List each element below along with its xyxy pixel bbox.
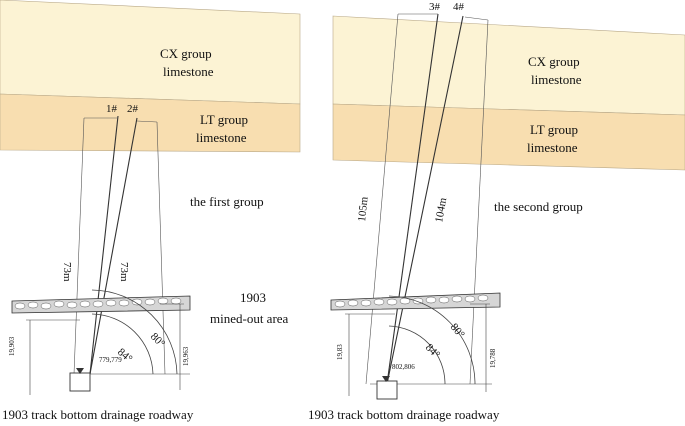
right-dim-right: 19,788 [489,348,497,368]
left-borehole-1 [89,115,119,375]
right-borehole-4 [386,15,464,385]
right-angle-arcs [388,295,476,385]
right-lt-label-2: limestone [527,140,578,155]
right-group-label: the second group [494,199,583,214]
left-borehole-2 [89,117,138,375]
left-cx-layer [0,0,301,105]
right-roadway-marker [382,376,390,382]
right-panel: CX group limestone LT group limestone th… [308,1,685,422]
left-panel: CX group limestone LT group limestone th… [0,0,301,422]
left-area-label-1: 1903 [240,290,266,305]
left-roadway-label: 1903 track bottom drainage roadway [2,407,194,422]
left-hole-2-label: 2# [127,103,139,115]
left-cx-label-1: CX group [160,46,212,61]
right-roadway-label: 1903 track bottom drainage roadway [308,407,500,422]
right-elev: 802,806 [392,363,415,371]
left-len-1: 73m [61,262,73,282]
right-len-3: 105m [356,196,371,223]
left-rock-band [11,295,191,314]
right-borehole-3 [386,13,439,385]
right-len-4: 104m [433,196,449,223]
right-cx-label-1: CX group [528,54,580,69]
right-dim-left: 19,83 [336,344,344,360]
left-len-2: 73m [118,262,130,282]
left-dim-left: 19,903 [8,336,16,356]
left-elev: 779,779 [99,356,122,364]
left-boreholes [89,115,138,375]
right-roadway-box [376,380,398,400]
right-hole-4-label: 4# [453,1,465,13]
right-hole-3-label: 3# [429,1,441,13]
left-angle-arcs [91,289,178,375]
right-rock-band [330,292,501,311]
right-lt-layer [332,103,685,171]
left-area-label-2: mined-out area [210,311,289,326]
right-projection-lines [365,13,489,385]
left-dim-lines [26,303,190,395]
right-cx-layer [332,15,685,116]
right-lt-label-1: LT group [530,122,578,137]
right-angle-4: 80° [448,321,467,341]
left-lt-label-1: LT group [200,112,248,127]
left-lt-layer [0,93,301,153]
left-cx-label-2: limestone [163,64,214,79]
left-roadway-box [69,372,91,392]
left-group-label: the first group [190,194,264,209]
left-lt-label-2: limestone [196,130,247,145]
left-roadway-marker [76,368,84,374]
right-cx-label-2: limestone [531,72,582,87]
right-boreholes [386,13,464,385]
left-dim-right: 19,963 [182,346,190,366]
left-projection-lines [73,117,166,375]
left-hole-1-label: 1# [106,103,118,115]
